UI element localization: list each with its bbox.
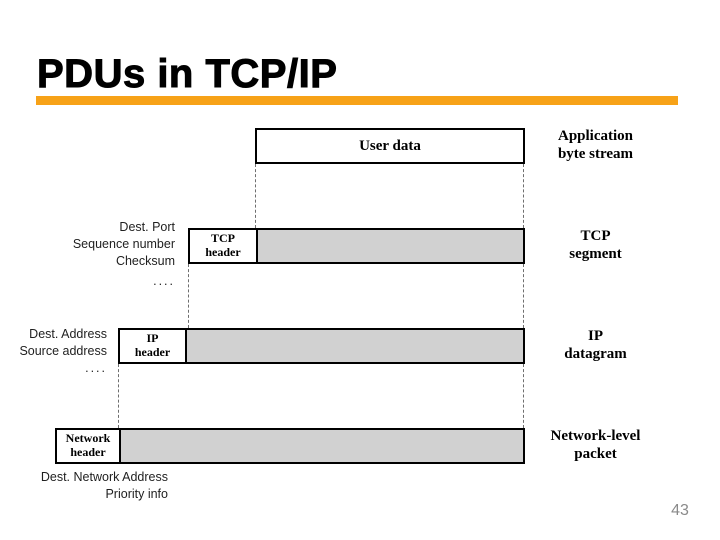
network-packet-line2: packet — [574, 446, 617, 462]
ip-datagram-label: IP datagram — [533, 327, 658, 363]
application-byte-stream-label: Application byte stream — [533, 127, 658, 163]
tcp-segment-line1: TCP — [580, 228, 611, 244]
network-fields-list: Dest. Network Address Priority info — [10, 469, 168, 503]
ip-datagram-row: IP header — [118, 328, 525, 364]
slide-title: PDUs in TCP/IP — [36, 52, 338, 97]
ip-payload-area — [187, 330, 523, 362]
network-field-priority-info: Priority info — [105, 487, 168, 501]
network-packet-line1: Network-level — [550, 428, 641, 444]
application-byte-stream-line2: byte stream — [557, 146, 634, 162]
tcp-header-line1: TCP — [211, 231, 235, 246]
network-packet-row: Network header — [55, 428, 525, 464]
tcp-header-line2: header — [205, 245, 241, 259]
user-data-box: User data — [255, 128, 525, 164]
application-byte-stream-line1: Application — [557, 128, 633, 144]
ip-header-line2: header — [134, 345, 171, 359]
ip-header-line1: IP — [146, 331, 159, 346]
dashed-connector-userdata-tcp-right — [523, 164, 524, 228]
tcp-field-sequence-number: Sequence number — [72, 237, 175, 251]
ip-datagram-line1: IP — [588, 328, 603, 344]
dashed-connector-tcp-ip-left — [188, 264, 189, 328]
ip-field-source-address: Source address — [19, 344, 107, 358]
dashed-connector-ip-network-right — [523, 364, 524, 428]
page-number: 43 — [671, 502, 689, 519]
network-header-box: Network header — [57, 430, 121, 462]
tcp-field-checksum: Checksum — [115, 254, 175, 268]
tcp-field-ellipsis: .... — [153, 274, 175, 288]
tcp-segment-line2: segment — [569, 246, 622, 262]
tcp-segment-label: TCP segment — [533, 227, 658, 263]
ip-field-ellipsis: .... — [85, 361, 107, 375]
title-accent-bar — [36, 96, 678, 105]
network-packet-label: Network-level packet — [533, 427, 658, 463]
tcp-fields-list: Dest. Port Sequence number Checksum .... — [20, 219, 175, 290]
tcp-header-box: TCP header — [190, 230, 258, 262]
tcp-field-dest-port: Dest. Port — [119, 220, 175, 234]
ip-field-dest-address: Dest. Address — [29, 327, 107, 341]
ip-header-box: IP header — [120, 330, 187, 362]
dashed-connector-tcp-ip-right — [523, 264, 524, 328]
network-header-line2: header — [70, 445, 106, 459]
ip-fields-list: Dest. Address Source address .... — [0, 326, 107, 377]
ip-datagram-line2: datagram — [564, 346, 627, 362]
network-field-dest-network-address: Dest. Network Address — [40, 470, 168, 484]
dashed-connector-userdata-tcp-left — [255, 164, 256, 228]
dashed-connector-ip-network-left — [118, 364, 119, 428]
network-header-line1: Network — [65, 431, 111, 446]
tcp-payload-area — [258, 230, 523, 262]
user-data-label: User data — [359, 137, 421, 154]
tcp-segment-row: TCP header — [188, 228, 525, 264]
network-payload-area — [121, 430, 523, 462]
